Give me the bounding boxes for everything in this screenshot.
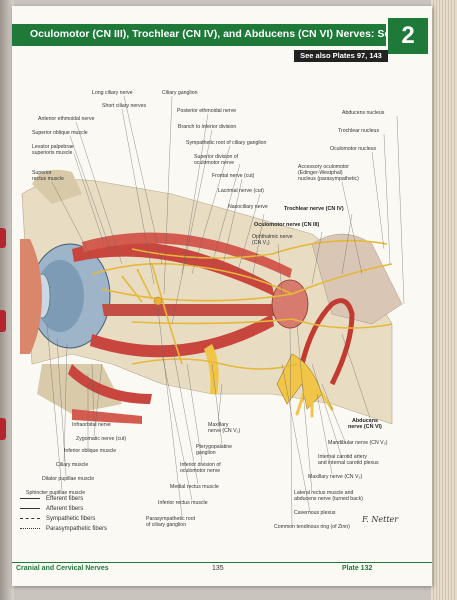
abducens-nerve-path: [131, 318, 393, 329]
label-levator-palpebrae: Levator palpebrae: [32, 144, 74, 150]
legend-sympathetic: Sympathetic fibers: [20, 516, 95, 522]
label-pterygopalatine-2: ganglion: [196, 450, 216, 456]
label-posterior-ethmoidal-nerve: Posterior ethmoidal nerve: [177, 108, 236, 114]
legend-line-icon: [20, 497, 40, 499]
orbital-floor-muscle: [72, 409, 142, 424]
mandibular-branches: [295, 382, 334, 418]
label-inferior-rectus: Inferior rectus muscle: [158, 500, 208, 506]
label-edinger-westphal: (Edinger-Westphal): [298, 170, 343, 176]
medial-rectus-muscle: [102, 304, 282, 316]
label-abducens-nucleus: Abducens nucleus: [342, 110, 385, 116]
plate-title: Oculomotor (CN III), Trochlear (CN IV), …: [30, 28, 418, 40]
oculomotor-nerve-path: [101, 263, 393, 302]
label-abducens: Abducens: [352, 418, 378, 424]
chapter-number: 2: [388, 18, 428, 54]
trochlear-nerve-path: [131, 239, 388, 259]
label-maxillary: Maxillary: [208, 422, 229, 428]
label-short-ciliary-nerves: Short ciliary nerves: [102, 103, 147, 109]
legend-line-icon: [20, 517, 40, 519]
label-superior-rectus-2: rectus muscle: [32, 176, 64, 182]
inferior-oblique-muscle: [68, 364, 152, 404]
legend-efferent: Efferent fibers: [20, 496, 83, 502]
label-cavernous-plexus: Cavernous plexus: [294, 510, 336, 516]
label-sympathetic-root: Sympathetic root of ciliary ganglion: [186, 140, 267, 146]
label-lateral-rectus-2: abducens nerve (turned back): [294, 496, 363, 502]
label-ophthalmic-nerve: Ophthalmic nerve: [252, 234, 293, 240]
footer-section: Cranial and Cervical Nerves: [16, 565, 109, 572]
label-ciliary-muscle: Ciliary muscle: [56, 462, 88, 468]
page-tab-marker: [0, 418, 6, 440]
label-maxillary-2: nerve (CN V₂): [208, 428, 241, 434]
footer-plate: Plate 132: [342, 565, 373, 572]
levator-muscle: [82, 232, 292, 278]
label-maxillary-nerve: Maxillary nerve (CN V₂): [308, 474, 362, 480]
label-nasociliary-nerve: Nasociliary nerve: [228, 204, 268, 210]
page-tab-marker: [0, 228, 6, 248]
label-superior-rectus: Superior: [32, 170, 52, 176]
label-parasympathetic-root: Parasympathetic root: [146, 516, 196, 522]
pterygopalatine-ganglion: [204, 344, 219, 394]
label-parasympathetic-root-2: of ciliary ganglion: [146, 522, 186, 528]
label-inferior-division: Inferior division of: [180, 462, 221, 468]
ciliary-ganglion-mark: [153, 296, 163, 306]
label-superior-division-2: oculomotor nerve: [194, 160, 234, 166]
eyelid: [20, 239, 42, 354]
label-infraorbital-nerve: Infraorbital nerve: [72, 422, 111, 428]
label-internal-carotid: Internal carotid artery: [318, 454, 367, 460]
page-edges: [431, 0, 457, 600]
label-accessory-oculomotor: Accessory oculomotor: [298, 164, 349, 170]
page-tab-marker: [0, 310, 6, 332]
frontal-sinus: [32, 169, 82, 204]
label-internal-carotid-2: and internal carotid plexus: [318, 460, 379, 466]
inferior-rectus-muscle: [90, 314, 274, 358]
label-frontal-nerve: Frontal nerve (cut): [212, 173, 255, 179]
legend-line-icon: [20, 507, 40, 509]
plate-header: Oculomotor (CN III), Trochlear (CN IV), …: [12, 24, 418, 46]
label-ciliary-ganglion: Ciliary ganglion: [162, 90, 198, 96]
ophthalmic-nerve-path: [91, 262, 293, 295]
legend-afferent: Afferent fibers: [20, 506, 83, 512]
label-oculomotor-nucleus: Oculomotor nucleus: [330, 146, 377, 152]
book-spine: [0, 0, 14, 600]
label-branch-to-inferior-division: Branch to inferior division: [178, 124, 236, 130]
label-abducens-nerve: nerve (CN VI): [348, 424, 382, 430]
page-footer: Cranial and Cervical Nerves 135 Plate 13…: [12, 562, 432, 577]
label-inferior-division-2: oculomotor nerve: [180, 468, 220, 474]
see-also-reference: See also Plates 97, 143: [294, 50, 388, 62]
label-mandibular-nerve: Mandibular nerve (CN V₃): [328, 440, 388, 446]
short-ciliary-nerves: [121, 263, 163, 303]
label-medial-rectus: Medial rectus muscle: [170, 484, 219, 490]
label-parasympathetic-nucleus: nucleus (parasympathetic): [298, 176, 359, 182]
label-sphincter-pupillae: Sphincter pupillae muscle: [26, 490, 85, 496]
label-levator-palpebrae-2: superioris muscle: [32, 150, 72, 156]
maxillary-nerve-path: [131, 358, 298, 370]
label-inferior-oblique: Inferior oblique muscle: [64, 448, 116, 454]
nerve-schema-illustration: Long ciliary nerve Ciliary ganglion Shor…: [20, 90, 405, 530]
legend-parasympathetic: Parasympathetic fibers: [20, 526, 107, 532]
label-trochlear-nerve: Trochlear nerve (CN IV): [284, 206, 344, 212]
label-long-ciliary-nerve: Long ciliary nerve: [92, 90, 133, 96]
label-trochlear-nucleus: Trochlear nucleus: [338, 128, 379, 134]
label-anterior-ethmoidal-nerve: Anterior ethmoidal nerve: [38, 116, 95, 122]
label-superior-division: Superior division of: [194, 154, 239, 160]
label-dilator-pupillae: Dilator pupillae muscle: [42, 476, 94, 482]
iris-region: [36, 260, 84, 332]
book-page: Oculomotor (CN III), Trochlear (CN IV), …: [12, 6, 432, 586]
superior-rectus-muscle: [72, 241, 274, 296]
label-lateral-rectus: Lateral rectus muscle and: [294, 490, 354, 496]
label-common-tendinous-ring: Common tendinous ring (of Zinn): [274, 524, 350, 530]
artist-signature: F. Netter: [361, 515, 399, 524]
label-oculomotor-nerve: Oculomotor nerve (CN III): [254, 222, 319, 228]
legend-line-icon: [20, 527, 40, 529]
footer-page-number: 135: [212, 565, 224, 572]
label-pterygopalatine: Pterygopalatine: [196, 444, 232, 450]
label-lacrimal-nerve: Lacrimal nerve (cut): [218, 188, 264, 194]
label-ophthalmic-nerve-2: (CN V₁): [252, 240, 270, 246]
label-zygomatic-nerve: Zygomatic nerve (cut): [76, 436, 126, 442]
label-superior-oblique-muscle: Superior oblique muscle: [32, 130, 88, 136]
